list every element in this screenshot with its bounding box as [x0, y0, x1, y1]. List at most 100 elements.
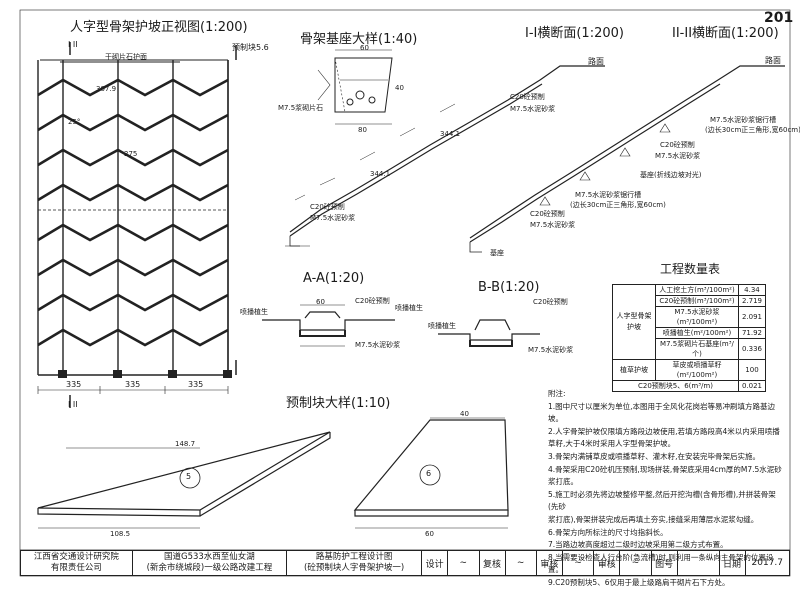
- precast-dim-top: 148.7: [175, 440, 196, 448]
- section-1-dim-a: 344.1: [440, 130, 461, 138]
- base-detail-title: 骨架基座大样(1:40): [300, 32, 418, 47]
- section-b-title: B-B(1:20): [478, 280, 540, 295]
- table-row: C20预制块5、6(m³/m) 0.021: [612, 380, 767, 392]
- section-2: [469, 65, 785, 253]
- notes-line: 7.当路边坡高度超过二级时边坡采用第二级方式布置。: [548, 540, 728, 550]
- quantity-value: 0.021: [737, 380, 767, 392]
- front-view-cut-label: I II: [68, 40, 78, 49]
- section-a-c20: C20砼预制: [355, 297, 390, 305]
- section-1-m75-b: M7.5水泥砂浆: [310, 214, 356, 222]
- base-detail: [317, 49, 393, 125]
- approve-signature: ~: [619, 550, 652, 576]
- date-label: 日期: [718, 550, 746, 576]
- quantity-group-1: 人字型骨架护坡: [612, 284, 656, 360]
- quantity-item: 人工挖土方(m³/100m²): [655, 284, 739, 296]
- design-signature: ~: [447, 550, 480, 576]
- section-2-plant-2: M7.5水泥砂浆锯行槽: [575, 191, 642, 199]
- section-1-c20: C20砼预制: [510, 93, 545, 101]
- title-block-drawing: 路基防护工程设计图 (砼预制块人字骨架护坡一): [286, 550, 423, 576]
- quantity-value: 100: [737, 359, 767, 381]
- page-number: 201: [764, 10, 794, 26]
- precast-block-6-label: 6: [426, 469, 432, 478]
- table-row: C20砼预制(m³/100m²) 2.719: [613, 295, 767, 307]
- drawing-no-label: 图号: [650, 550, 678, 576]
- front-view-chevrons: [37, 78, 229, 347]
- quantity-value: 71.92: [737, 327, 767, 339]
- base-dim-40: 40: [395, 84, 404, 92]
- quantity-table: 人字型骨架护坡 人工挖土方(m³/100m²) 4.34 C20砼预制(m³/1…: [612, 284, 767, 392]
- section-2-plant-2b: (边长30cm正三角形,宽60cm): [570, 201, 666, 209]
- section-2-road: 路面: [765, 56, 781, 65]
- section-a-title: A-A(1:20): [303, 271, 365, 286]
- notes-line: 浆打底),骨架拼装完成后再填土夯实,接缝采用薄层水泥浆勾缝。: [548, 514, 759, 524]
- precast-dim-6a: 40: [460, 410, 469, 418]
- quantity-item: 喷播植生(m²/100m²): [655, 327, 739, 339]
- section-2-plant-1b: (边长30cm正三角形,宽60cm): [705, 126, 800, 134]
- notes-line: 4.骨架采用C20砼机压预制,现场拼装,骨架底采用4cm厚的M7.5水泥砂浆打底…: [548, 464, 782, 487]
- precast-block-5-label: 5: [186, 472, 192, 481]
- front-view-masonry-label: 干砌片石护面: [105, 53, 147, 61]
- section-a-m75: M7.5水泥砂浆: [355, 341, 401, 349]
- notes-line: 9.C20预制块5、6仅用于最上级路肩干砌片石下方处。: [548, 577, 730, 587]
- section-1-c20-b: C20砼预制: [310, 203, 345, 211]
- project-line-2: (新余市绕城段)一级公路改建工程: [146, 563, 273, 573]
- section-2-m75: M7.5水泥砂浆: [655, 152, 701, 160]
- section-2-c20-b: C20砼预制: [530, 210, 565, 218]
- section-b-c20: C20砼预制: [533, 298, 568, 306]
- section-2-c20: C20砼预制: [660, 141, 695, 149]
- notes-line: 6.骨架方向所标注的尺寸均指斜长。: [548, 527, 668, 537]
- design-label: 设计: [421, 550, 449, 576]
- institute-line-2: 有限责任公司: [50, 563, 102, 573]
- section-a-grass2: 喷播植生: [395, 304, 423, 312]
- precast-block-6: [353, 417, 509, 529]
- date-value: 2017.7: [744, 550, 791, 576]
- front-view-dim-2: 335: [125, 380, 141, 389]
- section-1-road: 路面: [588, 57, 604, 66]
- section-a-grass: 喷播植生: [240, 308, 268, 316]
- notes-line: 1.图中尺寸以厘米为单位,本图用于全风化花岗岩等易冲刷填方路基边坡。: [548, 401, 776, 424]
- base-mortar-label: M7.5浆砌片石: [278, 104, 324, 112]
- check-label: 审核: [535, 550, 563, 576]
- approve-label: 审核: [593, 550, 621, 576]
- section-b-m75: M7.5水泥砂浆: [528, 346, 574, 354]
- notes-line: 2.人字骨架护坡仅限填方路段边坡使用,若填方路段高4米以内采用喷播: [548, 426, 780, 436]
- quantity-value: 2.091: [737, 306, 767, 328]
- notes-line: 5.施工时必须先将边坡整修平整,然后开挖沟槽(含骨形槽),并拼装骨架(先砂: [548, 489, 776, 512]
- quantity-item: C20砼预制(m³/100m²): [655, 295, 739, 307]
- quantity-item: M7.5浆砌片石基座(m³/个): [655, 338, 739, 360]
- notes-line: 草籽,大于4米时采用人字型骨架护坡。: [548, 439, 676, 449]
- front-view-precast-label: 预制块5.6: [232, 43, 269, 52]
- project-line-1: 国道G533水西至仙女湖: [164, 552, 255, 562]
- section-2-foot: 基座: [490, 249, 504, 257]
- quantity-group-2: 植草护坡: [612, 359, 656, 381]
- section-a-dim-60: 60: [316, 298, 325, 306]
- front-view-grid: [37, 60, 229, 376]
- front-view-title: 人字型骨架护坡正视图(1:200): [70, 20, 248, 35]
- front-view-spacing: 275: [124, 150, 138, 158]
- section-b-grass: 喷播植生: [428, 322, 456, 330]
- precast-title: 预制块大样(1:10): [286, 396, 391, 411]
- notes-heading: 附注:: [548, 389, 566, 398]
- quantity-value: 0.336: [737, 338, 767, 360]
- quantity-item: C20预制块5、6(m³/m): [612, 380, 739, 392]
- section-2-base: 基座(折线边坡对光): [640, 171, 702, 179]
- section-2-m75-b: M7.5水泥砂浆: [530, 221, 576, 229]
- drawing-no-value: [676, 550, 720, 576]
- quantity-item: M7.5水泥砂浆(m³/100m²): [655, 306, 739, 328]
- table-row: M7.5水泥砂浆(m³/100m²) 2.091: [613, 306, 767, 328]
- quantity-table-title: 工程数量表: [660, 262, 721, 276]
- section-2-title: II-II横断面(1:200): [672, 26, 779, 41]
- front-view-diag: 307.9: [96, 85, 117, 93]
- base-dim-80: 80: [358, 126, 367, 134]
- institute-line-1: 江西省交通设计研究院: [33, 552, 119, 562]
- quantity-value: 4.34: [737, 284, 767, 296]
- quantity-item: 草皮或喷播草籽(m²/100m²): [655, 359, 739, 381]
- drawing-line-2: (砼预制块人字骨架护坡一): [304, 563, 405, 573]
- check-signature: ~: [561, 550, 595, 576]
- section-2-plant-1: M7.5水泥砂浆锯行槽: [710, 116, 777, 124]
- base-dim-60: 60: [360, 44, 369, 52]
- title-block: 江西省交通设计研究院 有限责任公司 国道G533水西至仙女湖 (新余市绕城段)一…: [20, 550, 791, 576]
- section-b: [438, 319, 540, 347]
- section-a: [262, 304, 395, 347]
- table-row: M7.5浆砌片石基座(m³/个) 0.336: [613, 338, 767, 360]
